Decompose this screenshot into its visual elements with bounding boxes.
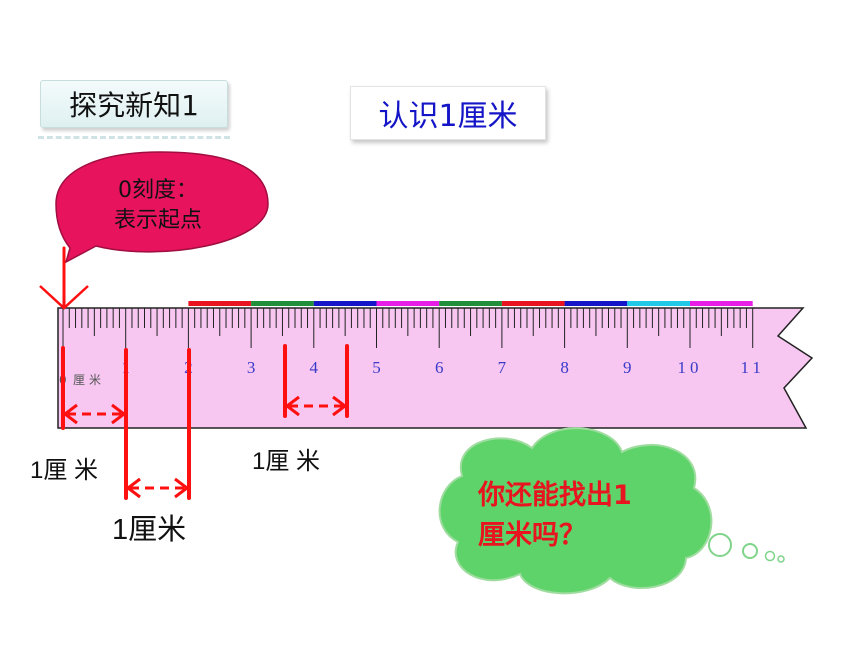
stripe [627, 301, 690, 306]
topic-title: 认识1厘米 [350, 86, 546, 140]
ruler-number: 10 [678, 358, 703, 377]
color-stripes [188, 301, 753, 306]
ruler-number: 9 [623, 358, 632, 377]
cm-label-b: 1厘米 [112, 514, 187, 546]
arrow-left-icon [62, 403, 78, 425]
cm-label-a: 1厘 米 [30, 457, 99, 484]
ruler-number: 4 [310, 358, 319, 377]
stripe [376, 301, 440, 306]
stripe [439, 301, 502, 306]
ruler-number: 6 [435, 358, 444, 377]
arrow-right-icon [332, 395, 348, 417]
arrow-right-icon [174, 477, 190, 499]
stripe [251, 301, 314, 306]
thought-cloud [438, 427, 785, 595]
unit-label: 厘米 [73, 373, 105, 387]
pointer-arrow-icon [39, 285, 89, 310]
ruler-number: 5 [372, 358, 381, 377]
ruler-ticks [62, 308, 754, 348]
question-text: 你还能找出1 厘米吗？ [478, 480, 632, 551]
stripe [188, 301, 252, 306]
stripe [501, 301, 565, 306]
ruler-number: 8 [560, 358, 569, 377]
stripe [313, 301, 377, 306]
lesson-title: 探究新知1 [40, 80, 228, 128]
ruler-number: 7 [498, 358, 507, 377]
arrow-left-icon [284, 395, 300, 417]
arrow-left-icon [125, 477, 141, 499]
speech-bubble [55, 151, 269, 264]
ruler-number: 3 [247, 358, 256, 377]
bubble-text: 0刻度： 表示起点 [113, 178, 202, 233]
ruler-number: 11 [741, 358, 765, 377]
arrow-right-icon [111, 403, 127, 425]
stripe [690, 301, 753, 306]
title-underline [38, 136, 230, 139]
ruler-body [57, 307, 814, 429]
red-markers [39, 246, 349, 500]
cm-label-c: 1厘 米 [252, 448, 321, 475]
stripe [564, 301, 628, 306]
